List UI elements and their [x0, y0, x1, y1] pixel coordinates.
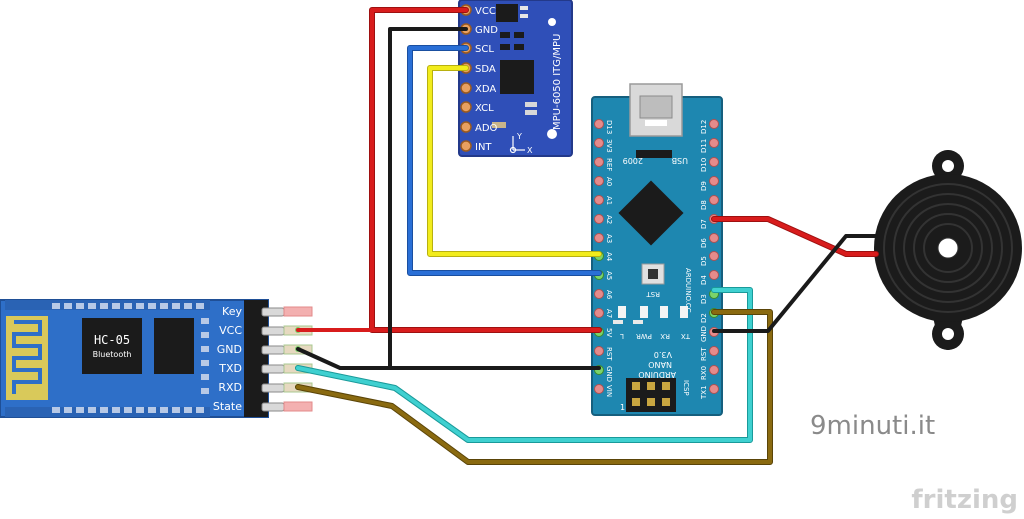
wire-black-hc05-gnd: [296, 347, 392, 370]
hc05-subtitle: Bluetooth: [93, 350, 132, 359]
nano-right-pin-label: RX0: [700, 366, 708, 380]
mpu-pin-label: XDA: [475, 84, 496, 95]
nano-right-pin-label: D11: [700, 139, 708, 153]
axis-x-label: X: [527, 146, 533, 155]
hc05-module: HC-05 Bluetooth Key VCC GND TXD RXD Stat…: [0, 299, 313, 418]
wire-black-buzzer: [712, 234, 878, 333]
model-label: ARDUINO.CC: [684, 268, 692, 313]
nano-left-pin-label: 3V3: [605, 139, 613, 153]
axis-y-label: Y: [516, 132, 522, 141]
arduino-nano: USB 2009 RST ARDUINO.CC L PWR RX TX V3.0…: [591, 83, 723, 416]
nano-right-pin-label: D8: [700, 200, 708, 210]
led-label-rx: RX: [660, 332, 670, 340]
nano-right-pin-label: D4: [700, 275, 708, 285]
nano-left-pin-label: REF: [605, 158, 613, 171]
status-leds: [613, 306, 688, 324]
mpu-pin-int: INT: [460, 140, 492, 153]
hc05-pin-label: Key: [222, 305, 242, 318]
nano-left-pin-label: 5V: [605, 328, 613, 337]
led-label-tx: TX: [681, 332, 691, 340]
hc05-title: HC-05: [94, 333, 130, 347]
mpu-pin-xcl: XCL: [460, 101, 494, 114]
wire-black-gnd: [388, 27, 601, 370]
mpu-side-label: MPU-6050 ITG/MPU: [552, 34, 563, 130]
mpu6050-module: VCC GND SCL SDA XDA XCL ADO INT Y X MPU-…: [458, 0, 573, 157]
mpu-pin-label: GND: [475, 25, 498, 36]
hc05-pin-label: GND: [217, 343, 242, 356]
nano-right-pin-label: RST: [700, 347, 708, 361]
wires: [295, 7, 879, 465]
mpu-pin-label: SDA: [475, 64, 496, 75]
nano-left-pin-label: A2: [605, 215, 613, 224]
nano-left-pin-label: A1: [605, 196, 613, 205]
hc05-pin-label: VCC: [219, 324, 242, 337]
led-label-l: L: [620, 332, 624, 340]
nano-left-pin-label: A7: [605, 309, 613, 318]
nano-right-pin-label: D9: [700, 181, 708, 191]
nano-right-pin-label: D2: [700, 313, 708, 323]
mpu-pin-label: INT: [475, 142, 492, 153]
reset-button: [641, 263, 665, 285]
nano-left-pin-label: A3: [605, 234, 613, 243]
hc05-pin-label: State: [213, 400, 242, 413]
icsp-pin1-label: 1: [620, 403, 625, 412]
usb-connector: [629, 83, 683, 137]
axes-icon: [509, 136, 525, 154]
mpu-pin-label: ADO: [475, 123, 498, 134]
icsp-header: [626, 378, 676, 412]
nano-chip: [618, 180, 684, 246]
nano-right-pin-label: D3: [700, 294, 708, 304]
nano-name-line: ARDUINO: [638, 370, 676, 379]
nano-left-pin-label: A6: [605, 290, 613, 300]
hc05-chip: [82, 318, 142, 374]
nano-left-pin-label: A4: [605, 252, 613, 262]
nano-right-pin-label: D5: [700, 256, 708, 266]
nano-right-pins: [709, 119, 719, 394]
nano-left-pin-label: RST: [605, 347, 613, 361]
nano-left-pin-label: D13: [605, 120, 613, 134]
nano-left-pin-label: A0: [605, 177, 613, 186]
mpu-pin-label: SCL: [475, 44, 494, 55]
nano-right-pin-label: D10: [700, 158, 708, 172]
mpu-chip: [500, 60, 534, 94]
led-label-pwr: PWR: [636, 332, 652, 340]
icsp-label: ICSP: [682, 380, 690, 396]
nano-name-line: V3.0: [654, 350, 672, 359]
nano-right-pin-label: D6: [700, 238, 708, 248]
mpu-pin-xda: XDA: [460, 82, 496, 95]
watermark-text: 9minuti.it: [810, 411, 935, 441]
hc05-pin-label: RXD: [218, 381, 242, 394]
nano-right-pin-label: TX1: [700, 385, 708, 400]
mpu-pin-ado: ADO: [460, 121, 498, 134]
mpu-pin-label: VCC: [475, 6, 496, 17]
nano-left-pin-label: A5: [605, 271, 613, 280]
nano-right-pin-label: GND: [700, 326, 708, 342]
nano-left-pin-label: GND: [605, 366, 613, 382]
nano-right-pin-label: D12: [700, 120, 708, 134]
hc05-pin-label: TXD: [218, 362, 242, 375]
nano-left-pin-label: VIN: [605, 385, 613, 397]
antenna-trace: [6, 316, 48, 400]
usb-label: USB: [672, 156, 688, 165]
hc05-header-pins: [261, 306, 313, 412]
fritzing-logo: fritzing: [911, 485, 1018, 515]
piezo-buzzer: [874, 150, 1022, 350]
year-label: 2009: [623, 156, 643, 165]
nano-name-line: NANO: [648, 360, 672, 369]
nano-right-pin-label: D7: [700, 219, 708, 229]
mpu-pin-label: XCL: [475, 103, 494, 114]
rst-label: RST: [646, 290, 660, 298]
